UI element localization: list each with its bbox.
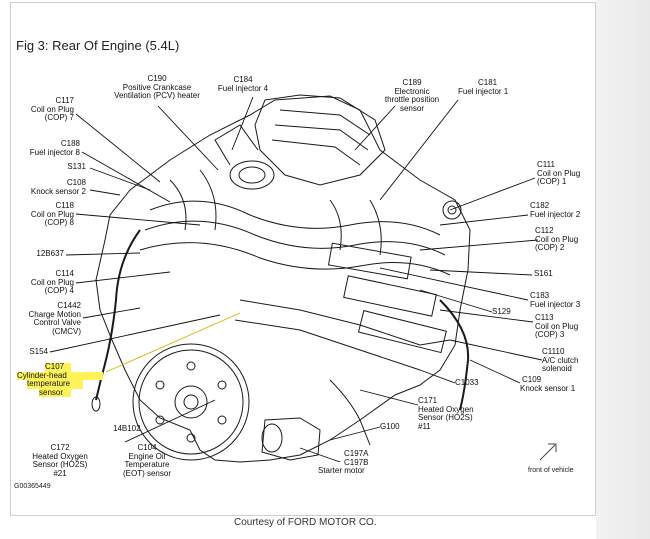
engine-block-outline [95,95,471,463]
figure-frame [10,2,596,516]
label-c1033: C1033 [455,378,479,387]
figure-id: G00365449 [14,483,51,490]
front-of-vehicle-label: front of vehicle [528,467,574,474]
label-s161: S161 [534,269,553,278]
label-g100: G100 [380,422,400,431]
front-arrow-icon [539,443,557,461]
flexplate [132,343,250,461]
label-s154: S154 [29,347,48,356]
intake-runners [149,200,441,236]
ho2s-21-harness [95,229,141,401]
page-margin [596,0,650,539]
label-s131: S131 [67,162,86,171]
label-14b102: 14B102 [113,424,141,433]
throttle-body [229,160,275,190]
intake-plenum [254,94,386,186]
starter-motor [261,417,321,461]
credit-line: Courtesy of FORD MOTOR CO. [234,517,377,528]
label-12b637: 12B637 [36,249,64,258]
figure-title: Fig 3: Rear Of Engine (5.4L) [16,38,180,53]
label-c107: C107 Cylinder-head temperature sensor [17,362,103,398]
label-s129: S129 [492,307,511,316]
